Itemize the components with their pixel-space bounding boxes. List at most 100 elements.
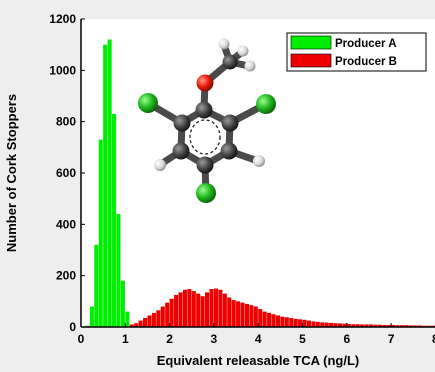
bar-producer-b	[298, 319, 303, 327]
bar-producer-b	[306, 320, 312, 327]
bar-producer-a	[107, 39, 112, 327]
bar-producer-b	[129, 324, 134, 327]
bars-layer	[85, 39, 435, 328]
bar-producer-a	[98, 139, 103, 327]
carbon-atom	[173, 114, 191, 132]
bar-producer-b	[205, 292, 210, 327]
bar-producer-b	[342, 323, 347, 327]
x-tick-label: 3	[211, 332, 218, 346]
x-tick-label: 4	[255, 332, 262, 346]
bar-producer-a	[120, 280, 125, 327]
bar-producer-b	[227, 297, 232, 327]
bar-producer-b	[200, 296, 205, 327]
bar-producer-b	[346, 323, 351, 327]
x-tick-label: 6	[343, 332, 350, 346]
bar-producer-a	[116, 214, 121, 327]
bar-producer-b	[408, 325, 413, 327]
bar-producer-b	[143, 318, 148, 327]
bar-producer-b	[275, 315, 280, 327]
y-tick-label: 1200	[49, 12, 76, 26]
bar-producer-b	[213, 288, 218, 327]
bar-producer-a	[125, 311, 130, 327]
bar-producer-b	[351, 324, 356, 327]
bar-producer-b	[315, 321, 320, 327]
bar-producer-b	[386, 324, 391, 327]
bar-producer-b	[399, 325, 405, 327]
y-tick-label: 400	[56, 217, 76, 231]
bar-producer-a	[112, 113, 117, 327]
x-tick-label: 5	[299, 332, 306, 346]
bar-producer-b	[258, 309, 263, 327]
bar-producer-b	[178, 292, 183, 327]
legend-label-producer-a: Producer A	[335, 38, 397, 50]
x-tick-label: 7	[388, 332, 395, 346]
bar-producer-b	[377, 324, 382, 327]
bar-producer-b	[222, 293, 227, 327]
chlorine-atom	[138, 93, 158, 113]
bar-producer-b	[373, 324, 378, 327]
bar-producer-b	[231, 300, 236, 327]
y-axis-label: Number of Cork Stoppers	[4, 94, 19, 252]
bar-producer-b	[138, 320, 143, 327]
bar-producer-b	[311, 321, 316, 327]
bar-producer-b	[382, 324, 387, 327]
aromatic-ring	[189, 119, 221, 155]
bar-producer-a	[94, 244, 99, 327]
bar-producer-b	[355, 324, 360, 327]
bar-producer-a	[103, 44, 108, 328]
bar-producer-b	[182, 289, 187, 327]
bar-producer-b	[187, 289, 192, 327]
bar-producer-b	[289, 318, 294, 327]
carbon-atom	[221, 114, 239, 132]
molecule-model-tca	[138, 38, 276, 203]
carbon-atom	[195, 101, 213, 119]
bar-producer-b	[302, 319, 307, 327]
bar-producer-b	[324, 322, 329, 327]
chlorine-atom	[256, 94, 276, 114]
hydrogen-atom	[237, 45, 249, 57]
hydrogen-atom	[244, 60, 256, 72]
bar-producer-b	[267, 312, 272, 327]
y-tick-label: 600	[56, 166, 76, 180]
bar-producer-b	[160, 306, 165, 327]
carbon-atom	[220, 142, 238, 160]
bar-producer-b	[280, 316, 285, 327]
hydrogen-atom	[154, 159, 166, 171]
carbon-atom	[222, 54, 238, 70]
bar-producer-b	[134, 323, 139, 327]
carbon-atom	[172, 142, 190, 160]
legend-swatch-producer-b	[290, 53, 332, 68]
oxygen-atom	[196, 74, 214, 92]
bar-producer-b	[391, 324, 396, 327]
bar-producer-b	[395, 325, 400, 327]
bar-producer-b	[196, 293, 201, 327]
bar-producer-b	[249, 305, 254, 327]
bar-producer-b	[360, 324, 365, 327]
bar-producer-b	[147, 315, 152, 327]
bar-producer-a	[89, 306, 94, 327]
bar-producer-b	[165, 302, 170, 327]
bar-producer-b	[218, 289, 223, 327]
bar-producer-b	[364, 324, 369, 327]
y-tick-label: 200	[56, 269, 76, 283]
bar-producer-b	[404, 325, 409, 327]
bar-producer-b	[244, 303, 249, 327]
y-tick-label: 800	[56, 115, 76, 129]
x-axis-label: Equivalent releasable TCA (ng/L)	[157, 353, 360, 368]
bar-producer-b	[413, 325, 418, 327]
y-tick-label: 1000	[49, 63, 76, 77]
bar-producer-b	[271, 314, 276, 327]
x-tick-label: 8	[432, 332, 435, 346]
bar-producer-b	[337, 323, 343, 327]
bar-producer-b	[293, 318, 298, 327]
bar-producer-b	[169, 298, 174, 327]
bar-producer-b	[320, 322, 325, 327]
legend-label-producer-b: Producer B	[335, 56, 397, 68]
bar-producer-b	[333, 323, 338, 327]
legend: Producer A Producer B	[286, 32, 427, 72]
bar-producer-b	[284, 317, 289, 327]
bar-producer-b	[253, 306, 258, 327]
bar-producer-b	[262, 311, 267, 327]
